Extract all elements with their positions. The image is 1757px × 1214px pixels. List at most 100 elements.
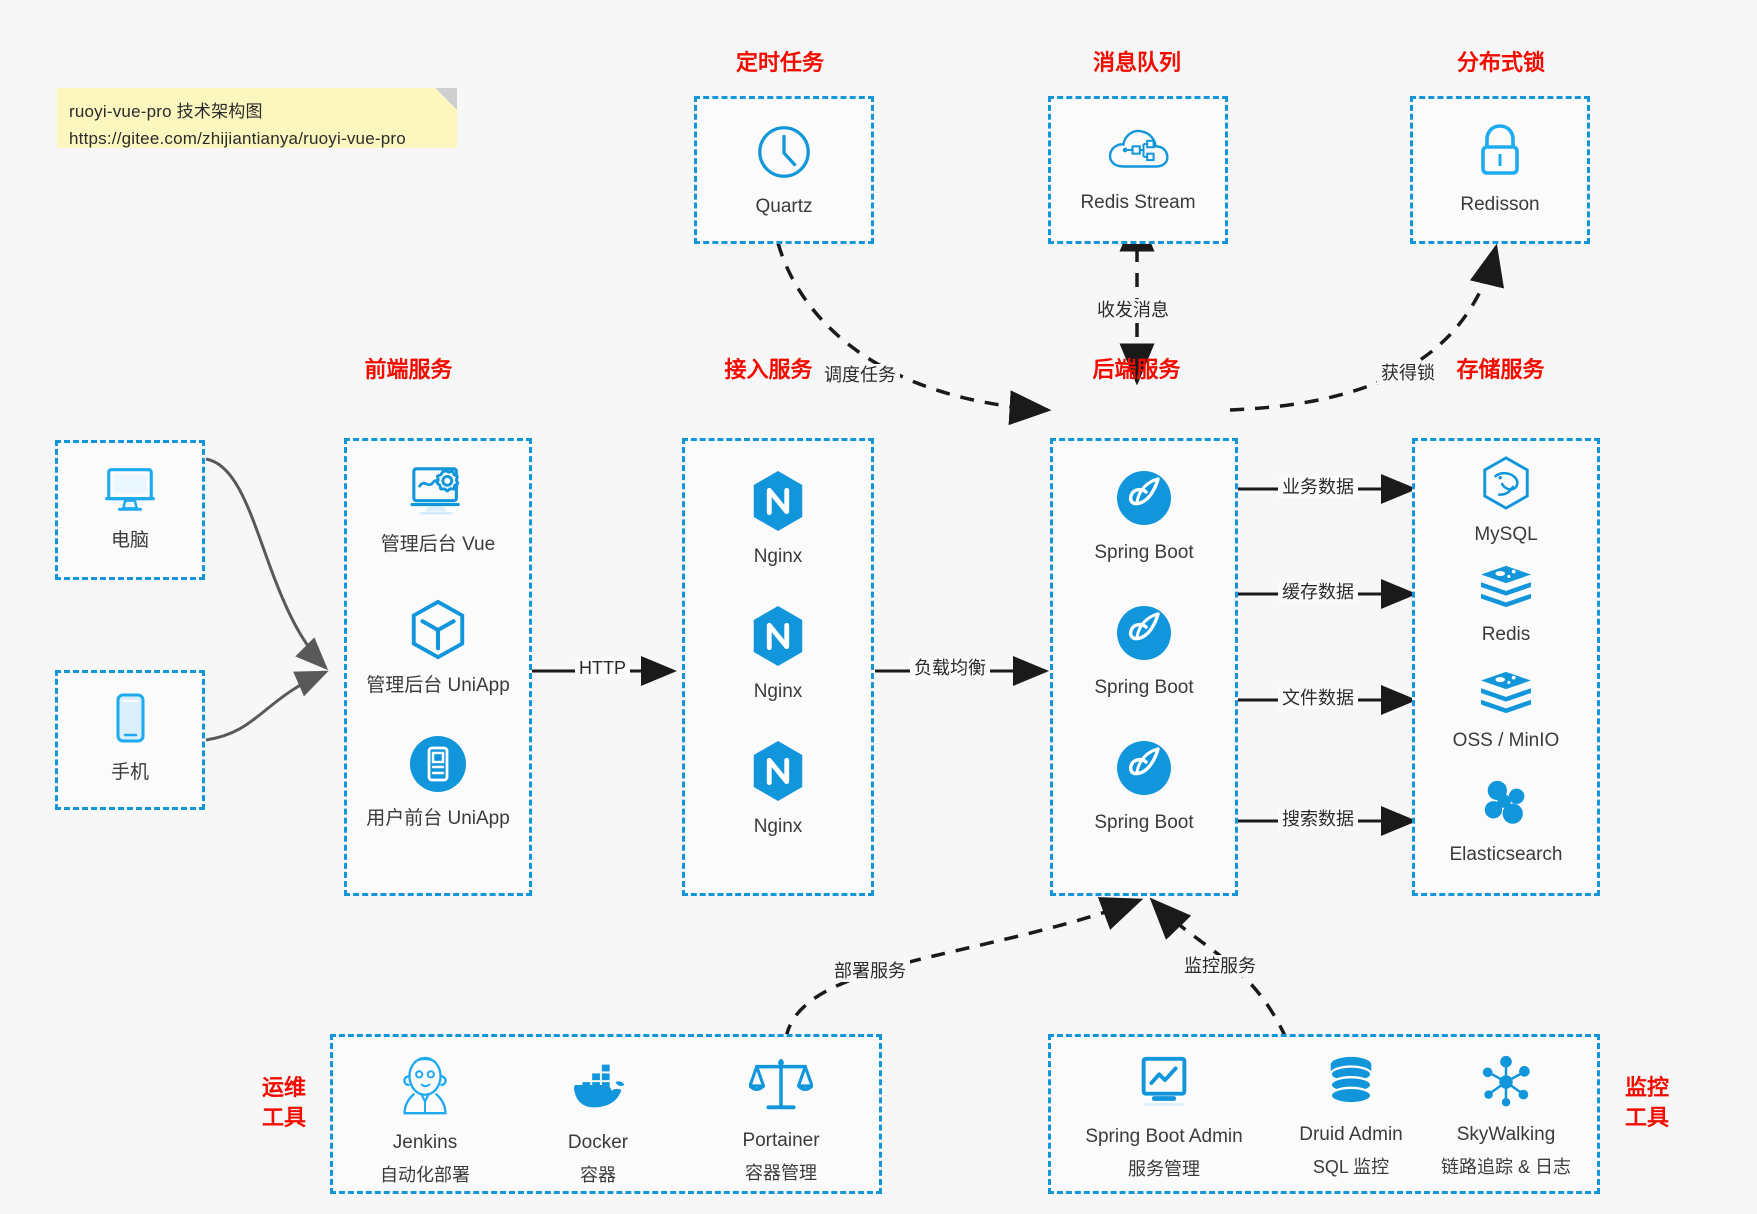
node-oss-minio[interactable]: OSS / MinIO: [1415, 669, 1597, 754]
node-label: Nginx: [753, 681, 803, 702]
sticky-note: ruoyi-vue-pro 技术架构图 https://gitee.com/zh…: [57, 88, 457, 148]
monitor-chart-icon: [1133, 1053, 1195, 1118]
skywalking-icon: [1476, 1053, 1536, 1116]
node-label: Jenkins: [392, 1132, 458, 1153]
node-nginx-3[interactable]: Nginx: [685, 739, 871, 840]
node-sublabel: 容器管理: [745, 1163, 817, 1183]
cube-icon: [407, 598, 469, 667]
mobile-icon: [107, 691, 153, 754]
nginx-icon: [749, 739, 807, 808]
edge-label-http: HTTP: [575, 657, 630, 679]
node-jenkins[interactable]: Jenkins 自动化部署: [345, 1053, 505, 1188]
node-label: Elasticsearch: [1449, 844, 1563, 865]
group-title-distributed-lock: 分布式锁: [1456, 50, 1545, 75]
node-spring-boot-admin[interactable]: Spring Boot Admin 服务管理: [1059, 1053, 1269, 1182]
node-sublabel: 链路追踪 & 日志: [1440, 1157, 1571, 1177]
node-elasticsearch[interactable]: Elasticsearch: [1415, 777, 1597, 868]
spring-boot-icon: [1113, 737, 1175, 804]
node-label: OSS / MinIO: [1452, 730, 1560, 751]
node-label: Portainer: [742, 1130, 820, 1151]
group-title-devops: 运维 工具: [252, 1073, 316, 1133]
edge-label-cache-data: 缓存数据: [1278, 581, 1358, 603]
database-icon: [1322, 1053, 1380, 1116]
node-spring-boot-1[interactable]: Spring Boot: [1053, 467, 1235, 566]
note-line-title: ruoyi-vue-pro 技术架构图: [69, 102, 263, 121]
node-label: Docker: [567, 1132, 629, 1153]
node-redis[interactable]: Redis: [1415, 563, 1597, 648]
edge-label-search-data: 搜索数据: [1278, 808, 1358, 830]
node-label: Spring Boot Admin: [1085, 1126, 1243, 1147]
group-title-monitor-line1: 监控: [1624, 1075, 1669, 1100]
nginx-icon: [749, 469, 807, 538]
node-label: Druid Admin: [1299, 1124, 1403, 1145]
phone-app-icon: [407, 733, 469, 800]
group-title-storage: 存储服务: [1456, 357, 1545, 382]
elasticsearch-icon: [1477, 777, 1535, 836]
edge-label-business-data: 业务数据: [1278, 476, 1358, 498]
edge-label-schedule: 调度任务: [820, 364, 900, 386]
node-quartz[interactable]: Quartz: [697, 121, 871, 220]
node-mobile[interactable]: 手机: [58, 691, 202, 786]
group-frontend: 管理后台 Vue 管理后台 UniApp: [344, 438, 532, 896]
node-label: 电脑: [110, 530, 149, 551]
jenkins-icon: [394, 1053, 456, 1124]
group-title-frontend: 前端服务: [364, 357, 453, 382]
group-title-devops-line1: 运维: [261, 1075, 306, 1100]
desktop-icon: [101, 461, 159, 522]
node-portainer[interactable]: Portainer 容器管理: [701, 1053, 861, 1186]
node-sublabel: 服务管理: [1128, 1159, 1200, 1179]
mysql-icon: [1478, 455, 1534, 516]
nginx-icon: [749, 604, 807, 673]
node-admin-vue[interactable]: 管理后台 Vue: [347, 463, 529, 558]
node-spring-boot-3[interactable]: Spring Boot: [1053, 737, 1235, 836]
node-label: Redis Stream: [1080, 192, 1196, 213]
group-message-queue: Redis Stream: [1048, 96, 1228, 244]
edge-label-lock: 获得锁: [1377, 362, 1439, 384]
node-sublabel: 自动化部署: [380, 1165, 470, 1185]
clock-icon: [753, 121, 815, 188]
spring-boot-icon: [1113, 467, 1175, 534]
scales-icon: [748, 1053, 814, 1122]
edge-label-deploy: 部署服务: [830, 960, 910, 982]
node-nginx-2[interactable]: Nginx: [685, 604, 871, 705]
node-skywalking[interactable]: SkyWalking 链路追踪 & 日志: [1411, 1053, 1601, 1180]
node-label: 管理后台 Vue: [380, 534, 496, 555]
oss-minio-icon: [1477, 669, 1535, 722]
group-client-mobile: 手机: [55, 670, 205, 810]
edge-label-file-data: 文件数据: [1278, 687, 1358, 709]
node-user-uniapp[interactable]: 用户前台 UniApp: [347, 733, 529, 832]
node-docker[interactable]: Docker 容器: [518, 1053, 678, 1188]
node-label: Nginx: [753, 816, 803, 837]
spring-boot-icon: [1113, 602, 1175, 669]
group-title-message-queue: 消息队列: [1092, 50, 1181, 75]
node-admin-uniapp[interactable]: 管理后台 UniApp: [347, 598, 529, 699]
node-label: Redisson: [1460, 194, 1540, 215]
node-label: Redis: [1481, 624, 1531, 645]
group-devops: Jenkins 自动化部署 Docker: [330, 1034, 882, 1194]
node-label: MySQL: [1474, 524, 1538, 545]
group-title-scheduled-task: 定时任务: [735, 50, 824, 75]
node-label: 管理后台 UniApp: [366, 675, 510, 696]
node-druid-admin[interactable]: Druid Admin SQL 监控: [1266, 1053, 1436, 1180]
group-gateway: Nginx Nginx Nginx: [682, 438, 874, 896]
group-title-monitor: 监控 工具: [1615, 1073, 1679, 1133]
group-title-gateway: 接入服务: [724, 357, 813, 382]
group-backend: Spring Boot Spring Boot Spring Boot: [1050, 438, 1238, 896]
node-label: 用户前台 UniApp: [366, 808, 510, 829]
node-spring-boot-2[interactable]: Spring Boot: [1053, 602, 1235, 701]
group-distributed-lock: Redisson: [1410, 96, 1590, 244]
node-desktop[interactable]: 电脑: [58, 461, 202, 554]
node-mysql[interactable]: MySQL: [1415, 455, 1597, 548]
node-nginx-1[interactable]: Nginx: [685, 469, 871, 570]
docker-icon: [565, 1053, 631, 1124]
dashboard-settings-icon: [407, 463, 469, 526]
group-title-backend: 后端服务: [1092, 357, 1181, 382]
node-label: SkyWalking: [1456, 1124, 1556, 1145]
node-label: Nginx: [753, 546, 803, 567]
edge-label-load-balance: 负载均衡: [910, 657, 990, 679]
lock-icon: [1471, 121, 1529, 186]
node-redisson[interactable]: Redisson: [1413, 121, 1587, 218]
node-label: Spring Boot: [1094, 812, 1194, 833]
node-redis-stream[interactable]: Redis Stream: [1051, 121, 1225, 216]
